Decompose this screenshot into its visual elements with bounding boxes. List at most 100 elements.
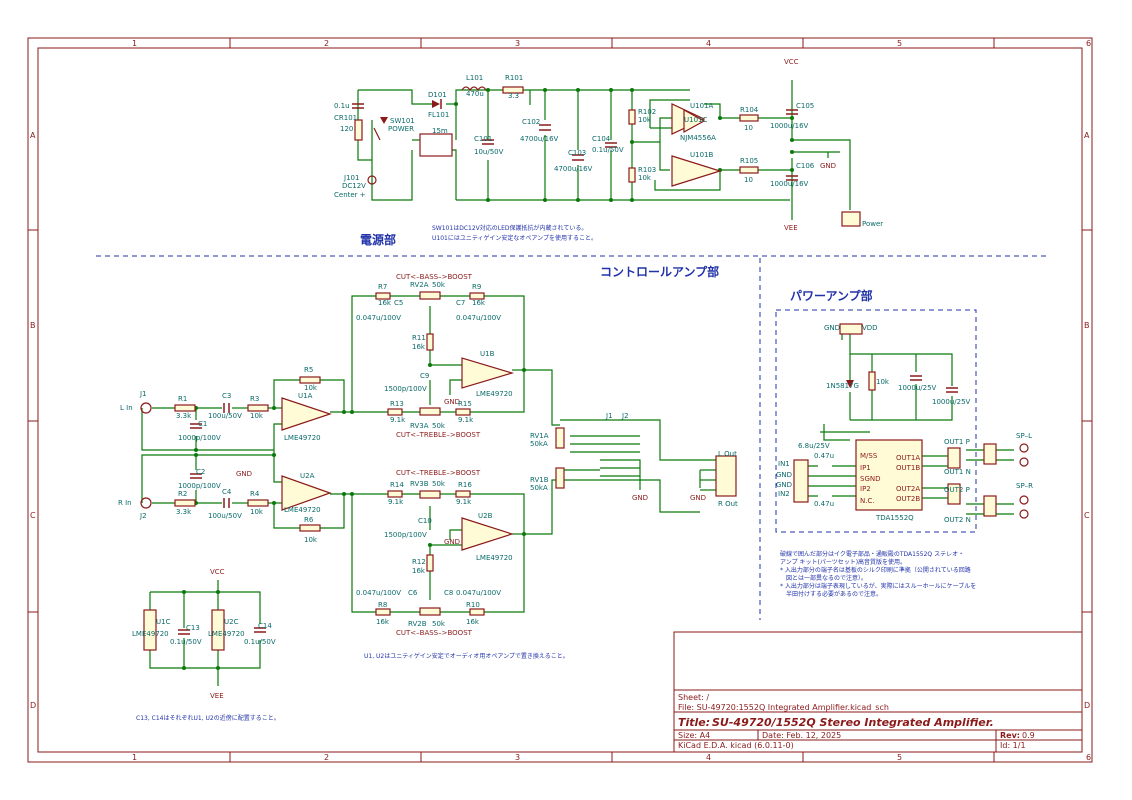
l101-value: 470u [466,90,484,98]
r13-ref: R13 [390,400,404,408]
sp-l-minus [1019,457,1029,467]
sp-r-plus [1019,495,1029,505]
c106-value: 1000u/16V [770,180,809,188]
r104-ref: R104 [740,106,759,114]
pa-cap-047-1: 0.47u [814,452,834,460]
rv1b-ref: RV1B [530,476,549,484]
r15-resistor [455,408,471,416]
vcc-symbol: VCC [784,58,799,66]
r105-value: 10 [744,176,753,184]
c6-value: 0.047u/100V [356,589,401,597]
c103-ref: C103 [568,149,586,157]
vcc-decoupling: VCC [210,568,225,576]
u101b-ref: U101B [690,151,713,159]
vee-decoupling: VEE [210,692,224,700]
c101-ref: C101 [474,135,492,143]
r12-ref: R12 [412,558,426,566]
sw101-ref: SW101 [390,117,415,125]
title-block: Sheet: / File: SU-49720:1552Q Integrated… [673,631,1083,753]
c13-ref: C13 [186,624,200,632]
r-out-label: R Out [718,500,738,508]
bass-label-bottom: CUT<–BASS–>BOOST [396,629,473,637]
c4-ref: C4 [222,488,232,496]
c14-ref: C14 [258,622,272,630]
c103-value: 4700u/16V [554,165,593,173]
r12-value: 16k [412,567,426,575]
pa-cap-1: 1000u/25V [898,384,937,392]
u1b-value: LME49720 [476,390,513,398]
r9-resistor [469,292,485,300]
u2a-ref: U2A [300,472,315,480]
r2-ref: R2 [178,490,187,498]
power-connector [841,211,861,227]
r15-ref: R15 [458,400,472,408]
row-b: B [30,321,36,330]
out1-p: OUT1 P [944,438,970,446]
r16-value: 9.1k [456,498,472,506]
tda1552q-label: TDA1552Q [875,514,914,522]
rv2a-ref: RV2A [410,281,429,289]
ic-pin-mss: M/SS [860,452,878,460]
c5-value: 0.047u/100V [356,314,401,322]
pa-power-connector [839,323,863,335]
u1b-opamp [461,357,515,389]
r104-resistor [739,114,759,122]
rv3b-value: 50k [432,480,446,488]
treble-label-bottom: CUT<–TREBLE–>BOOST [396,469,481,477]
d101-ref: D101 [428,91,447,99]
col-5: 5 [897,39,902,48]
gnd-u1b: GND [444,398,460,406]
tb-title: SU-49720/1552Q Stereo Integrated Amplifi… [712,716,994,729]
c8-value: 0.047u/100V [456,589,501,597]
rv2a-pot [419,291,441,300]
r13-resistor [387,408,403,416]
u2b-ref: U2B [478,512,493,520]
u101c-opamp [683,108,706,134]
col-3: 3 [515,39,520,48]
tb-rev-label: Rev: [1000,731,1020,740]
r4-value: 10k [250,508,264,516]
j1-ref: J1 [139,390,147,398]
r101-resistor [502,86,524,94]
col-1: 1 [132,39,137,48]
inner-frame [37,47,1083,753]
u101-value: NJM4556A [680,134,716,142]
r5-resistor [299,376,321,384]
c9-ref: C9 [420,372,429,380]
vee-symbol: VEE [784,224,798,232]
rv2a-value: 50k [432,281,446,289]
tb-rev: 0.9 [1022,731,1035,740]
r10-ref: R10 [466,601,480,609]
r7-value: 16k [378,299,392,307]
r7-resistor [375,292,391,300]
tb-sheet: Sheet: / [678,693,709,702]
r8-ref: R8 [378,601,387,609]
bass-label-top: CUT<–BASS–>BOOST [396,273,473,281]
out2-p: OUT2 P [944,486,970,494]
ic-pin-out1b: OUT1B [896,464,920,472]
r101-ref: R101 [505,74,523,82]
pa-gnd-in2: GND [776,481,792,489]
power-supply-section: 電源部 [334,58,883,247]
row-c-right: C [1084,511,1090,520]
ic-pin-nc: N.C. [860,497,875,505]
c2-ref: C2 [196,468,205,476]
tda1552q-ic [855,439,923,511]
row-b-right: B [1084,321,1090,330]
c9-value: 1500p/100V [384,385,427,393]
c102-value: 4700u/16V [520,135,559,143]
c5-ref: C5 [394,299,403,307]
fl101-value: 15m [432,127,448,135]
u1c-value: LME49720 [132,630,169,638]
tb-date: Date: Feb. 12, 2025 [762,731,841,740]
r103-ref: R103 [638,166,656,174]
r10-value: 16k [466,618,480,626]
r8-value: 16k [376,618,390,626]
r6-resistor [299,524,321,532]
r105-resistor [739,166,759,174]
sp-l-plus [1019,443,1029,453]
col-1-bottom: 1 [132,753,137,762]
u1b-ref: U1B [480,350,495,358]
pa-diode-value: 1N5817G [826,382,859,390]
j101-value: DC12V [342,182,366,190]
